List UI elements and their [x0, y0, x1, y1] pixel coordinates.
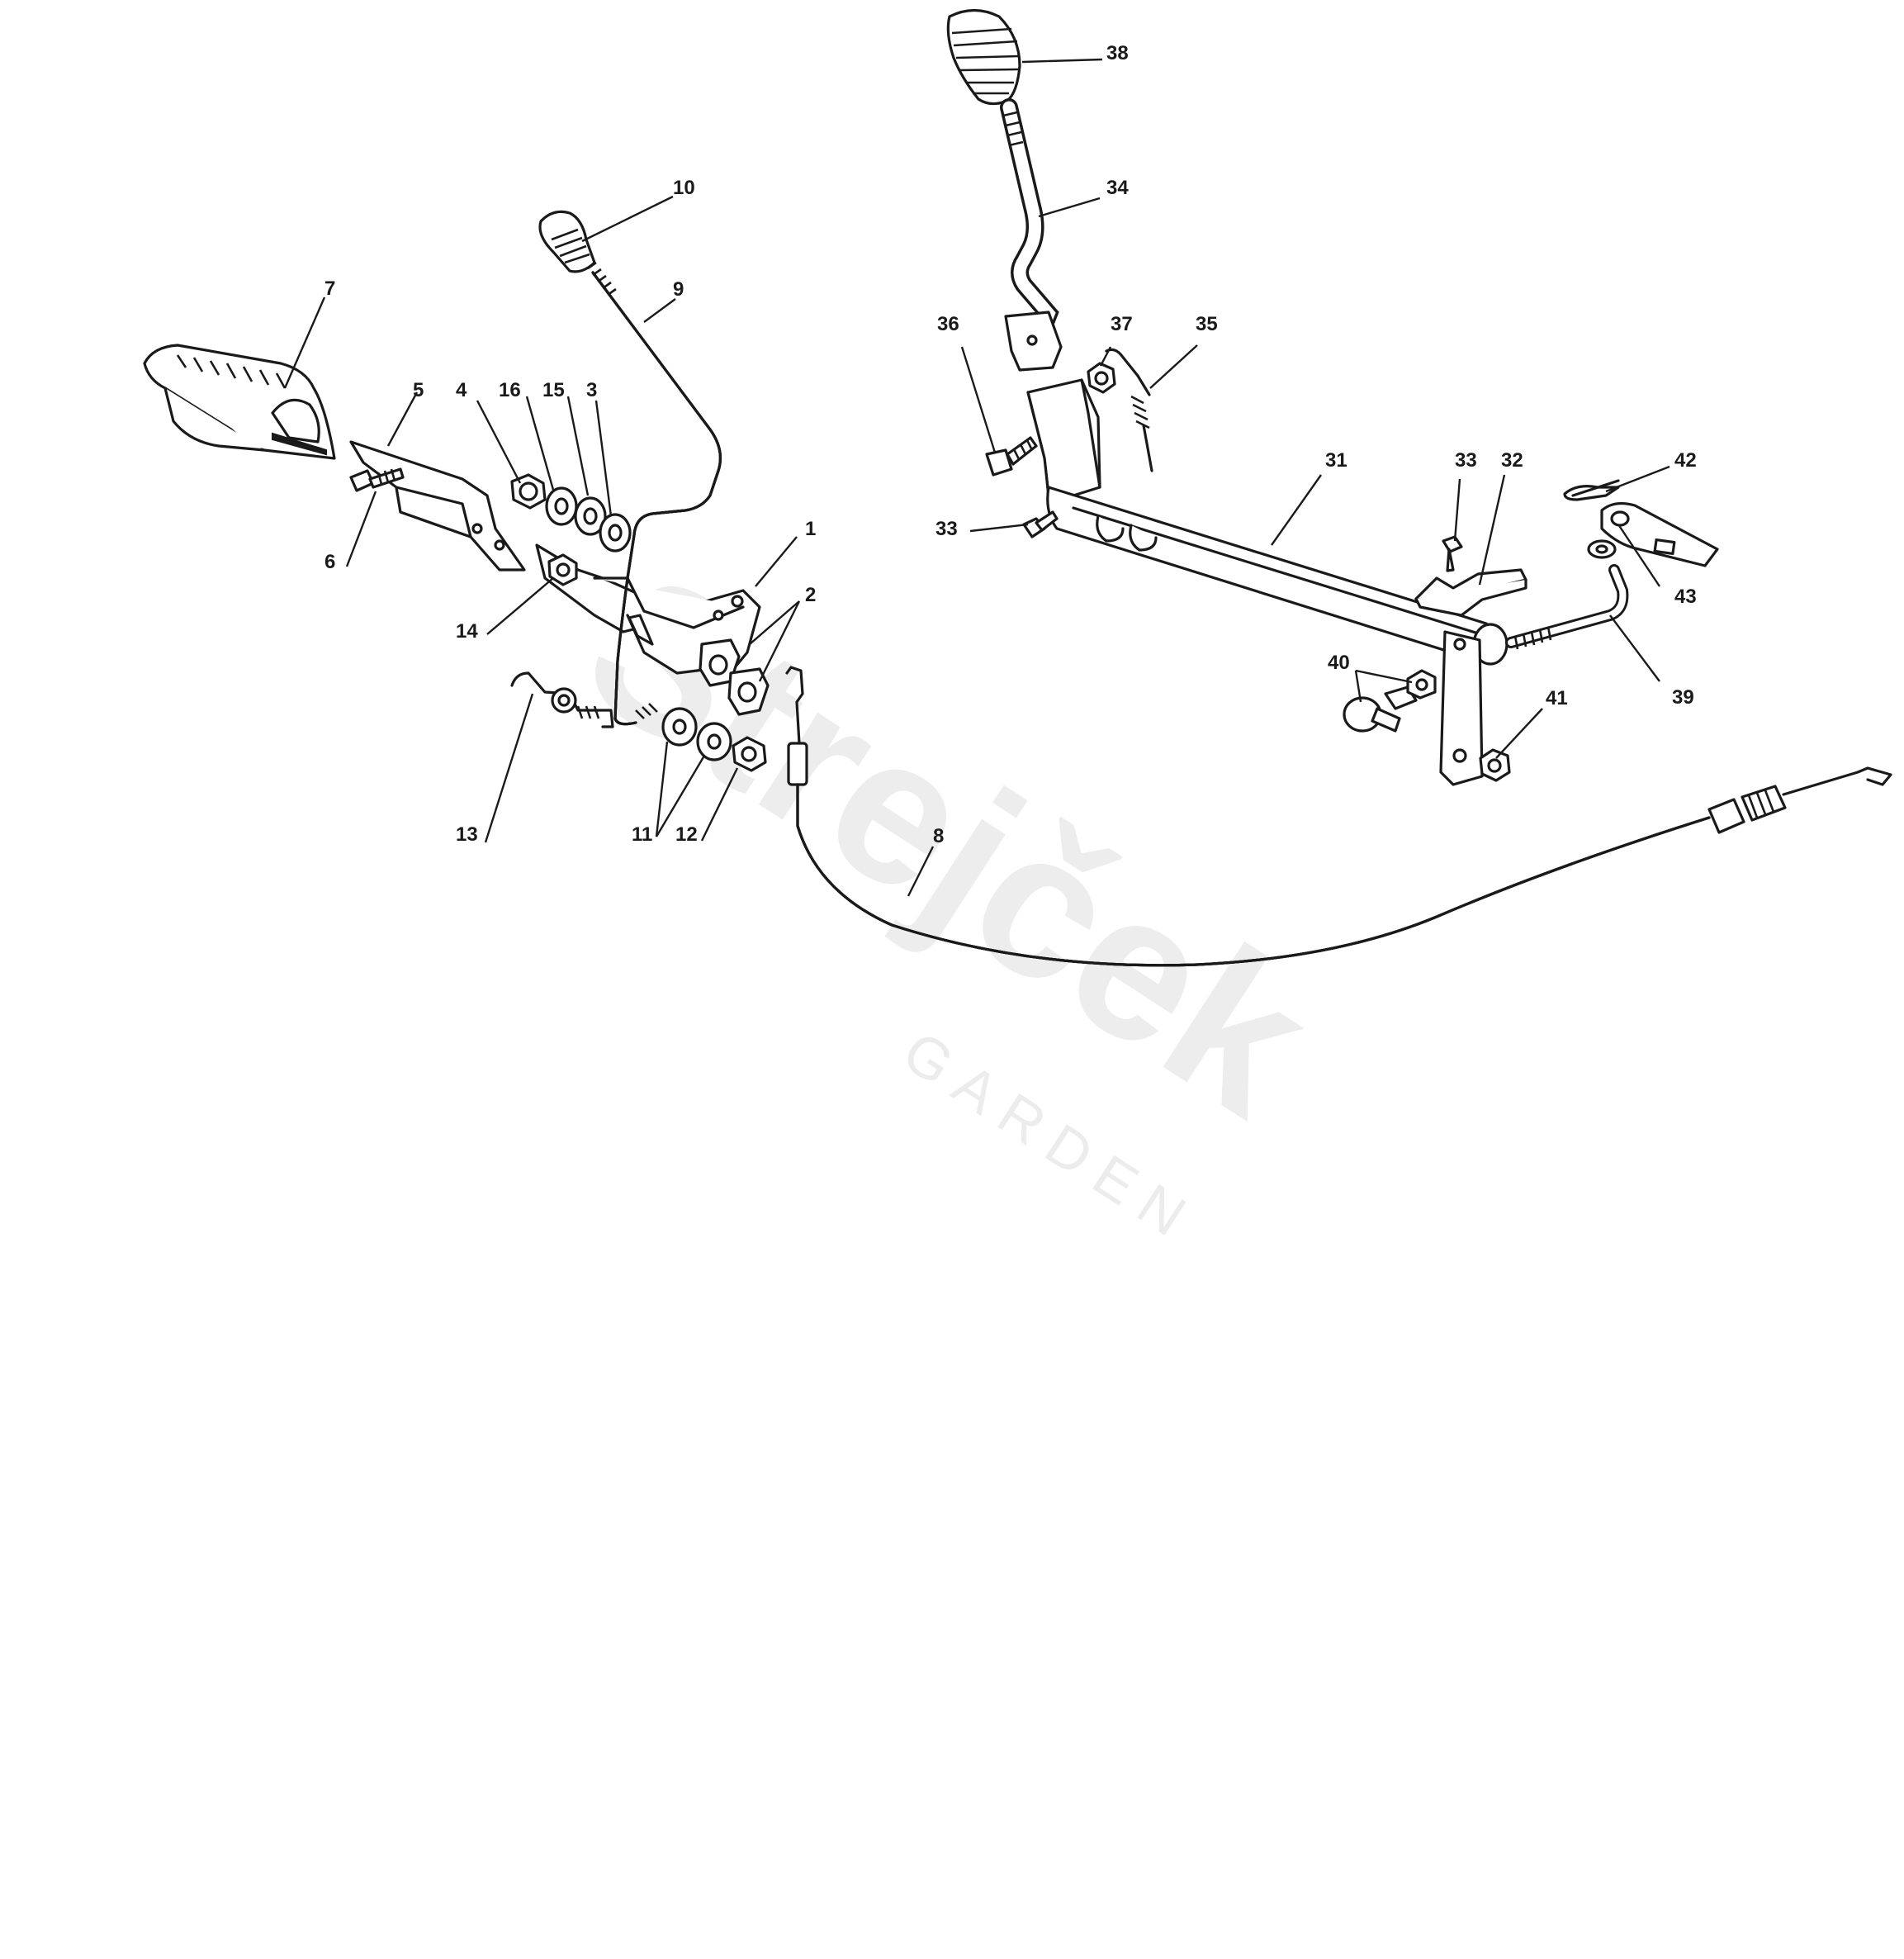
callout-11: 11: [632, 823, 652, 846]
part-7-pedal-pad: [143, 344, 336, 460]
callout-1: 1: [805, 518, 816, 540]
callout-38: 38: [1106, 42, 1129, 64]
callout-36: 36: [937, 313, 959, 335]
part-40-ball-joint: [1343, 669, 1437, 733]
callout-labels: 1 2 3 4 5 6 7 8 9 10 11 12 13 14 15 16 3…: [324, 42, 1697, 847]
part-15-washer: [574, 496, 607, 536]
part-38-knob: [946, 8, 1021, 106]
callout-14: 14: [456, 620, 478, 643]
part-35-spring: [1105, 348, 1153, 472]
part-8-cable: [785, 666, 1892, 967]
callout-10: 10: [673, 177, 695, 199]
callout-39: 39: [1672, 686, 1694, 709]
callout-7: 7: [324, 277, 335, 300]
part-34-lever: [1000, 98, 1063, 372]
part-16-washer: [545, 486, 578, 526]
callout-33-left: 33: [935, 518, 958, 540]
callout-37: 37: [1111, 313, 1133, 335]
part-2-bushings: [699, 638, 770, 716]
part-31-frame: [1026, 378, 1509, 786]
callout-33-right: 33: [1455, 449, 1477, 472]
part-33-screw-right: [1442, 535, 1463, 572]
callout-8: 8: [933, 825, 944, 847]
part-14-nut: [547, 553, 578, 586]
callout-5: 5: [413, 379, 424, 401]
callout-2: 2: [805, 584, 816, 606]
callout-12: 12: [675, 823, 698, 846]
callout-43: 43: [1674, 586, 1697, 608]
part-4-nut: [510, 473, 547, 510]
callout-40: 40: [1328, 652, 1350, 674]
part-33-screw-left: [1022, 510, 1059, 538]
callout-16: 16: [499, 379, 521, 401]
part-36-bolt: [985, 436, 1038, 477]
part-13-spring: [510, 671, 614, 728]
callout-4: 4: [456, 379, 467, 401]
callout-34: 34: [1106, 177, 1129, 199]
part-11-washers: [661, 707, 732, 761]
part-43-plate: [1587, 501, 1719, 567]
callout-31: 31: [1325, 449, 1347, 472]
part-37-nut: [1087, 362, 1116, 394]
callout-42: 42: [1674, 449, 1697, 472]
part-3-washer: [599, 513, 632, 553]
part-32-clamp: [1414, 568, 1527, 617]
callout-3: 3: [586, 379, 597, 401]
part-6-bolt: [349, 467, 405, 492]
part-5-pedal-arm: [349, 440, 526, 572]
callout-41: 41: [1546, 687, 1568, 709]
callout-32: 32: [1501, 449, 1523, 472]
part-10-knob: [538, 210, 596, 273]
callout-13: 13: [456, 823, 478, 846]
callout-15: 15: [542, 379, 565, 401]
part-39-rod: [1505, 564, 1629, 650]
part-41-nut: [1479, 748, 1511, 782]
part-12-nut: [732, 736, 767, 772]
part-42-clip: [1563, 479, 1620, 501]
leader-lines: [283, 58, 1670, 897]
part-9-lever-rod: [587, 261, 722, 726]
callout-6: 6: [324, 551, 335, 573]
callout-35: 35: [1196, 313, 1218, 335]
callout-9: 9: [673, 278, 684, 301]
